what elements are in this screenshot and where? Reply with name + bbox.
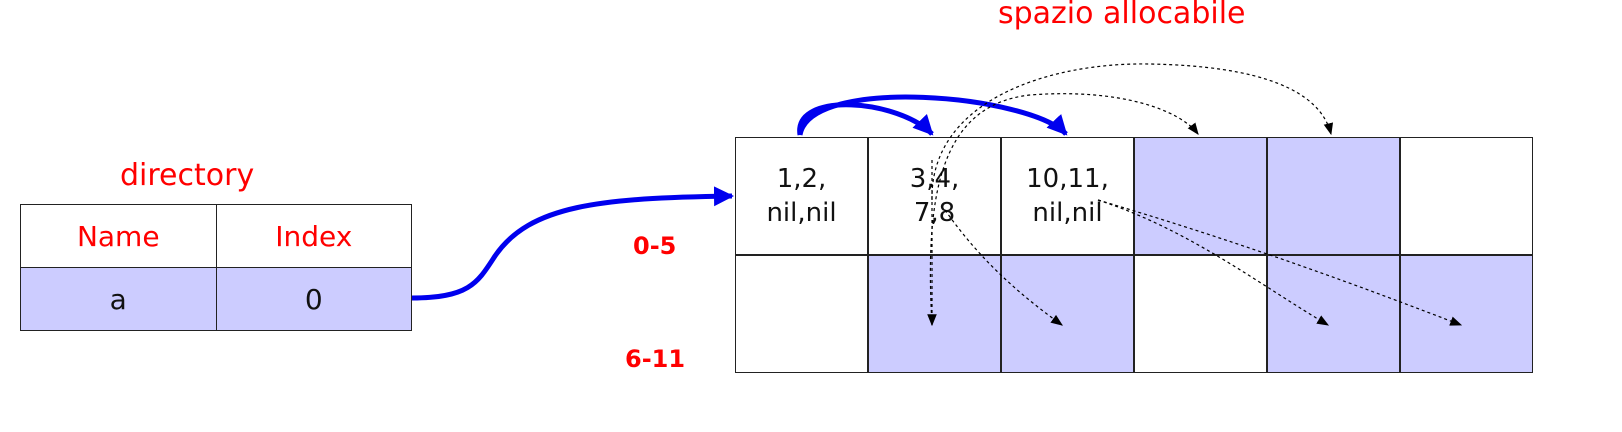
block-11 [1400, 255, 1533, 373]
block-1: 3,4, 7,8 [868, 137, 1001, 255]
block-7 [868, 255, 1001, 373]
pointer-arrow-directory [411, 186, 734, 301]
directory-cell-name: a [20, 267, 217, 331]
row-label-0-5: 0-5 [633, 232, 677, 260]
directory-table: Name Index a 0 [20, 204, 412, 331]
directory-label: directory [120, 158, 255, 193]
directory-header-row: Name Index [20, 204, 412, 268]
directory-row: a 0 [20, 267, 412, 331]
directory-header-index: Index [215, 204, 412, 268]
pointer-arrow-block2 [797, 94, 1068, 136]
block-5 [1400, 137, 1533, 255]
block-2: 10,11, nil,nil [1001, 137, 1134, 255]
block-6 [735, 255, 868, 373]
block-4 [1267, 137, 1400, 255]
row-label-6-11: 6-11 [625, 345, 686, 373]
block-3 [1134, 137, 1267, 255]
block-10 [1267, 255, 1400, 373]
directory-cell-index: 0 [215, 267, 412, 331]
block-0: 1,2, nil,nil [735, 137, 868, 255]
title-label: spazio allocabile [998, 0, 1246, 31]
block-9 [1134, 255, 1267, 373]
directory-header-name: Name [20, 204, 217, 268]
pointer-arrow-block1 [797, 102, 934, 136]
block-8 [1001, 255, 1134, 373]
